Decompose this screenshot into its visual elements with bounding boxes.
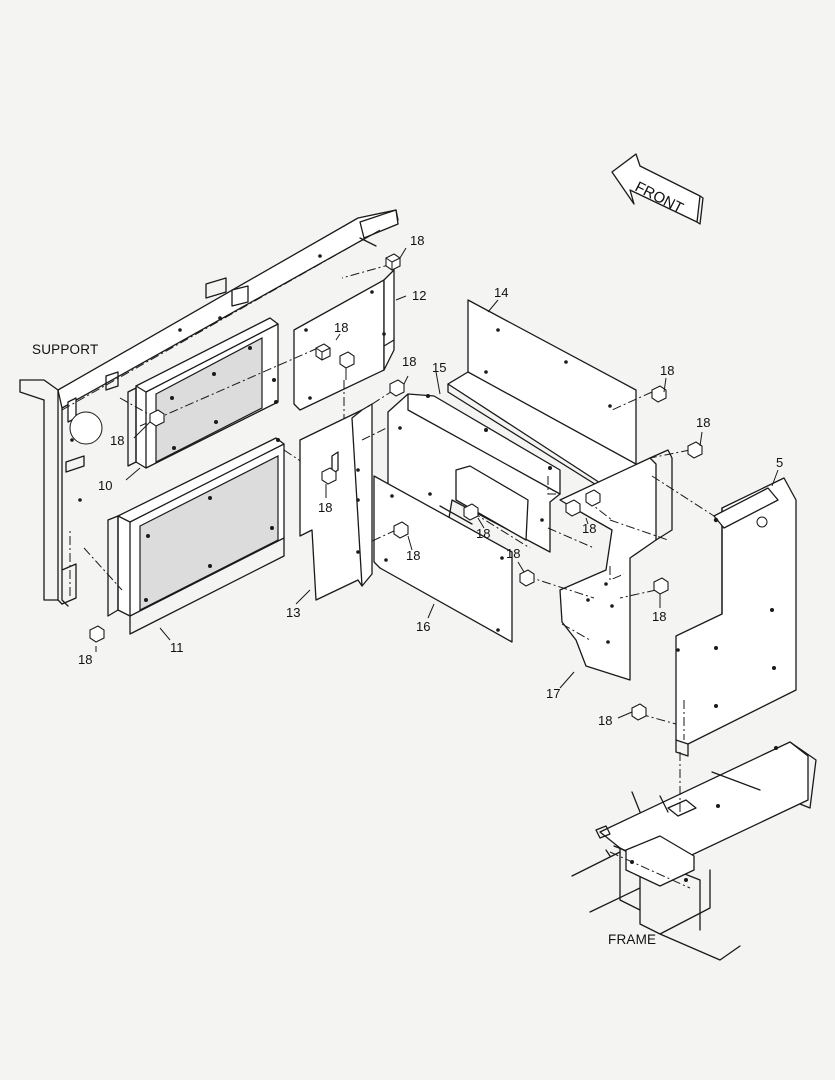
- label-18: 18: [334, 320, 348, 335]
- frame-label: FRAME: [608, 932, 656, 947]
- bolt-icon: [385, 253, 401, 271]
- label-10: 10: [98, 478, 112, 493]
- label-18: 18: [406, 548, 420, 563]
- label-18: 18: [476, 526, 490, 541]
- leader-lines: [95, 247, 779, 719]
- bolt-icon: [321, 467, 337, 485]
- label-18: 18: [410, 233, 424, 248]
- bolt-icon: [585, 489, 601, 507]
- label-18: 18: [318, 500, 332, 515]
- label-18: 18: [598, 713, 612, 728]
- label-14: 14: [494, 285, 508, 300]
- label-18: 18: [660, 363, 674, 378]
- bolt-icon: [687, 441, 703, 459]
- part-labels: 18 12 18 14 18 15 18 18 18 5 10 18 18 18…: [78, 233, 783, 728]
- label-18: 18: [402, 354, 416, 369]
- part-10-box: [119, 317, 279, 469]
- support-label: SUPPORT: [32, 342, 98, 357]
- part-17-plate: [559, 449, 673, 681]
- front-arrow-icon: FRONT: [611, 153, 704, 225]
- bolt-icons: [89, 253, 703, 721]
- bolt-icon: [389, 379, 405, 397]
- bolt-icon: [315, 343, 331, 361]
- label-17: 17: [546, 686, 560, 701]
- frame-structure: [571, 741, 817, 961]
- bolt-icon: [149, 409, 165, 427]
- label-18: 18: [506, 546, 520, 561]
- support-frame: [19, 209, 399, 607]
- label-18: 18: [582, 521, 596, 536]
- label-18: 18: [696, 415, 710, 430]
- bolt-icon: [651, 385, 667, 403]
- bolt-icon: [565, 499, 581, 517]
- part-5-panel: [675, 477, 797, 757]
- part-13-plate: [299, 401, 441, 601]
- bolt-icon: [463, 503, 479, 521]
- bolt-icon: [339, 351, 355, 380]
- bolt-icon: [653, 577, 669, 595]
- label-16: 16: [416, 619, 430, 634]
- part-14-cover: [447, 299, 637, 497]
- bolt-icon: [519, 569, 535, 587]
- label-5: 5: [776, 455, 783, 470]
- label-11: 11: [170, 640, 184, 655]
- label-13: 13: [286, 605, 300, 620]
- label-18: 18: [110, 433, 124, 448]
- label-18: 18: [78, 652, 92, 667]
- label-15: 15: [432, 360, 446, 375]
- part-12-bracket: [293, 269, 395, 424]
- label-12: 12: [412, 288, 426, 303]
- part-11-box: [83, 437, 321, 635]
- bolt-icon: [393, 521, 409, 539]
- bolt-icon: [89, 625, 105, 643]
- label-18: 18: [652, 609, 666, 624]
- part-16-plate: [373, 475, 513, 643]
- bolt-icon: [631, 703, 647, 721]
